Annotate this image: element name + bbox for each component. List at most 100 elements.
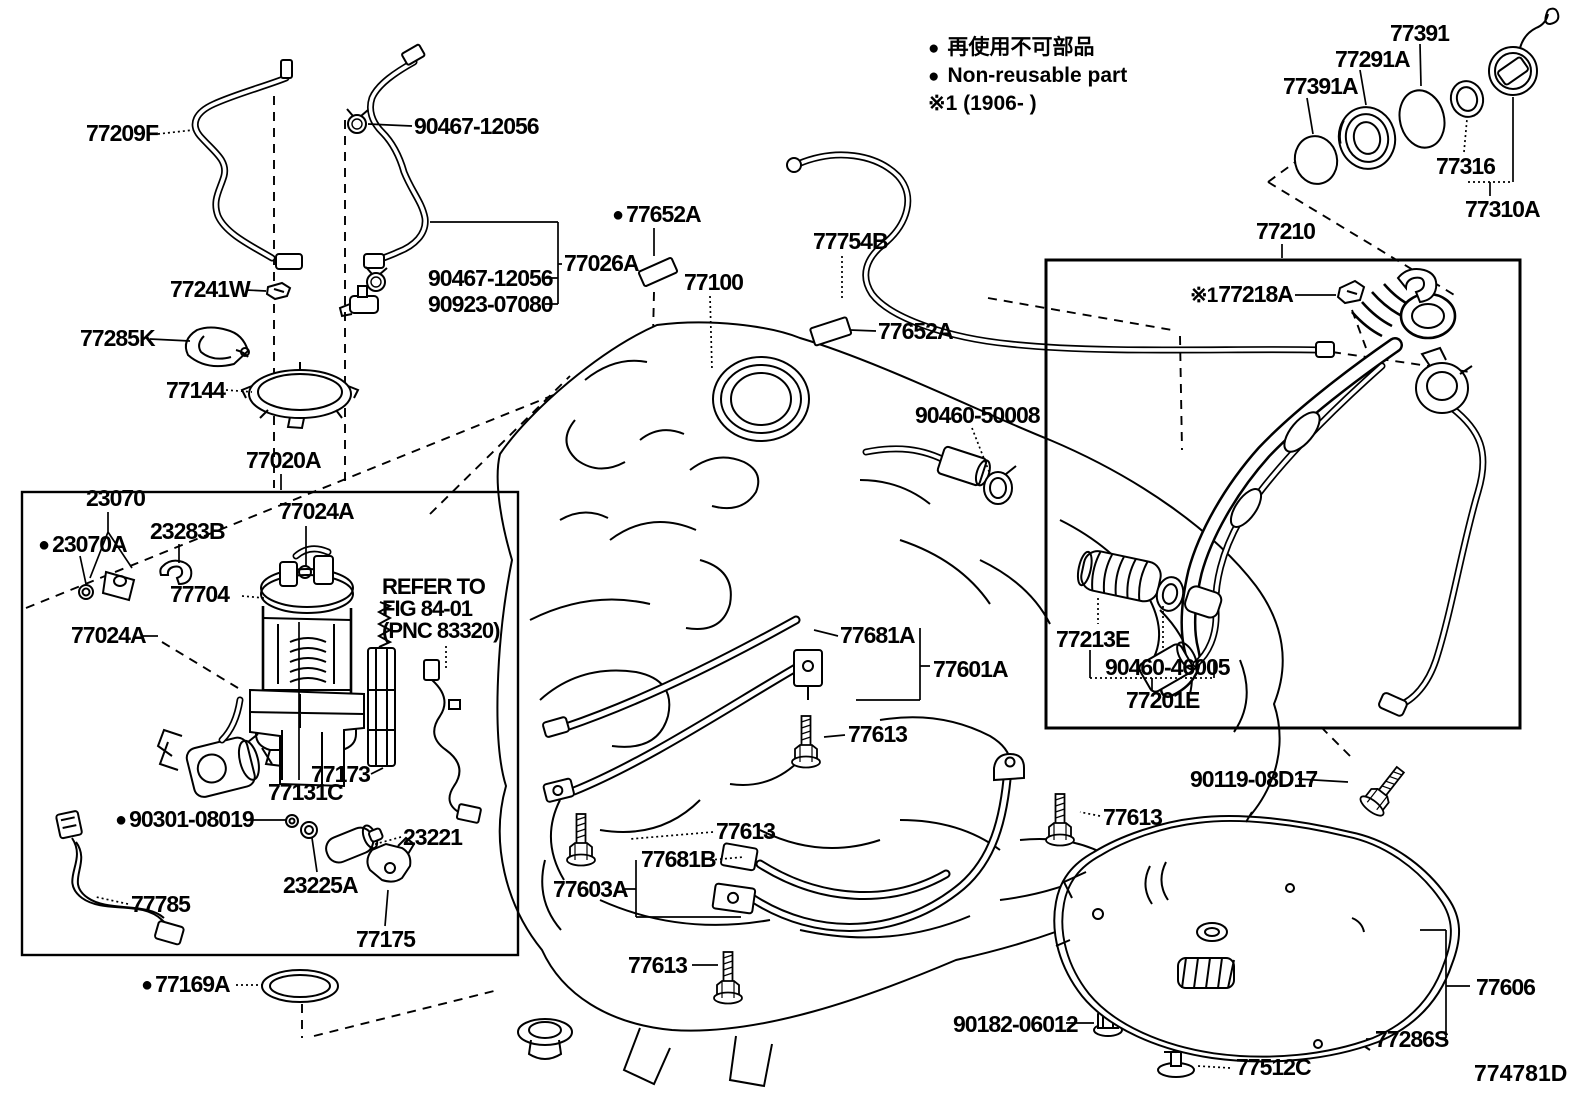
part-label-77213E[interactable]: 77213E bbox=[1056, 626, 1130, 652]
part-number-text: 77391A bbox=[1283, 73, 1359, 99]
part-number-text: 77024A bbox=[279, 498, 355, 524]
part-label-77100[interactable]: 77100 bbox=[684, 269, 744, 295]
part-number-text: 90182-06012 bbox=[953, 1011, 1079, 1037]
non-reusable-dot-icon: ● bbox=[612, 204, 624, 226]
part-number-text: 77286S bbox=[1375, 1026, 1449, 1052]
part-label-77681B[interactable]: 77681B bbox=[641, 846, 717, 872]
part-label-77603A[interactable]: 77603A bbox=[553, 876, 629, 902]
part-label-77175[interactable]: 77175 bbox=[356, 927, 416, 952]
part-number-text: 77316 bbox=[1436, 153, 1496, 179]
part-number-text: 23283B bbox=[150, 518, 226, 544]
part-number-text: 77603A bbox=[553, 876, 629, 902]
part-label-77173[interactable]: 77173 bbox=[311, 761, 371, 787]
part-number-text: 77285K bbox=[80, 325, 156, 351]
filler-pipe-box bbox=[1044, 258, 1522, 730]
part-label-77310A[interactable]: 77310A bbox=[1465, 196, 1541, 222]
part-label-77144[interactable]: 77144 bbox=[166, 378, 226, 403]
part-label-77754B[interactable]: 77754B bbox=[813, 229, 889, 254]
part-label-77209F[interactable]: 77209F bbox=[86, 120, 159, 146]
part-number-text: 77652A bbox=[878, 318, 954, 344]
part-label-77218A[interactable]: ※177218A bbox=[1190, 282, 1294, 308]
part-label-77601A[interactable]: 77601A bbox=[933, 657, 1009, 682]
part-label-77704[interactable]: 77704 bbox=[170, 582, 230, 607]
part-number-text: 77785 bbox=[131, 891, 191, 917]
part-label-77391A[interactable]: 77391A bbox=[1283, 73, 1359, 99]
part-number-text: 90923-07080 bbox=[428, 291, 554, 317]
part-label-77613[interactable]: 77613 bbox=[716, 818, 776, 844]
part-number-text: 77024A bbox=[71, 622, 147, 648]
part-label-77785[interactable]: 77785 bbox=[131, 891, 191, 917]
filler-pipe-assembly bbox=[1076, 268, 1487, 717]
part-label-77606[interactable]: 77606 bbox=[1476, 975, 1536, 1000]
part-label-90467-12056[interactable]: 90467-12056 bbox=[428, 266, 554, 291]
part-number-text: 23221 bbox=[403, 824, 463, 850]
part-number-text: 23070A bbox=[52, 531, 128, 557]
part-label-77285K[interactable]: 77285K bbox=[80, 325, 156, 351]
part-label-23221[interactable]: 23221 bbox=[403, 824, 463, 850]
part-label-77291A[interactable]: 77291A bbox=[1335, 47, 1411, 72]
part-number-text: 77020A bbox=[246, 447, 322, 473]
fuel-tube-77209F bbox=[191, 59, 303, 270]
part-number-text: 77209F bbox=[86, 120, 159, 146]
part-label-90460-50008[interactable]: 90460-50008 bbox=[915, 402, 1041, 428]
part-number-text: 90119-08D17 bbox=[1190, 766, 1318, 792]
part-label-77613[interactable]: 77613 bbox=[848, 722, 908, 747]
part-number-text: 90460-46005 bbox=[1105, 654, 1231, 680]
fuel-tank bbox=[496, 321, 1284, 1088]
cushion-pads bbox=[637, 257, 853, 347]
part-label-77652A[interactable]: 77652A bbox=[878, 318, 954, 344]
part-label-77131C[interactable]: 77131C bbox=[268, 780, 344, 805]
part-number-text: 77241W bbox=[170, 276, 251, 302]
part-label-23070A[interactable]: ●23070A bbox=[38, 531, 128, 558]
part-number-text: 77613 bbox=[716, 818, 776, 844]
part-label-77681A[interactable]: 77681A bbox=[840, 622, 916, 648]
fuel-pump-assembly bbox=[55, 545, 482, 946]
part-number-text: 77310A bbox=[1465, 196, 1541, 222]
part-label-77391[interactable]: 77391 bbox=[1390, 21, 1450, 46]
part-number-text: 77652A bbox=[626, 201, 702, 227]
part-label-23225A[interactable]: 23225A bbox=[283, 873, 359, 898]
part-number-text: 90301-08019 bbox=[129, 806, 255, 832]
part-number-text: 77173 bbox=[311, 761, 371, 787]
hose-clamp-icon bbox=[346, 108, 369, 134]
part-label-77024A[interactable]: 77024A bbox=[71, 622, 147, 648]
part-label-77652A[interactable]: ●77652A bbox=[612, 201, 702, 228]
part-label-77024A[interactable]: 77024A bbox=[279, 498, 355, 524]
part-label-90119-08D17[interactable]: 90119-08D17 bbox=[1190, 766, 1318, 792]
part-number-text: 77100 bbox=[684, 269, 744, 295]
fuel-cap-parts bbox=[1293, 7, 1560, 185]
part-number-text: 77210 bbox=[1256, 218, 1316, 244]
legend-en: ●Non-reusable part bbox=[928, 62, 1127, 90]
part-label-77020A[interactable]: 77020A bbox=[246, 447, 322, 473]
part-label-77512C[interactable]: 77512C bbox=[1236, 1055, 1312, 1080]
non-reusable-dot-icon: ● bbox=[928, 38, 940, 59]
part-label-77210[interactable]: 77210 bbox=[1256, 218, 1316, 244]
part-label-77286S[interactable]: 77286S bbox=[1375, 1026, 1449, 1052]
part-label-90923-07080[interactable]: 90923-07080 bbox=[428, 291, 554, 317]
part-label-77026A[interactable]: 77026A bbox=[564, 251, 640, 276]
part-label-90301-08019[interactable]: ●90301-08019 bbox=[115, 806, 255, 833]
part-label-90460-46005[interactable]: 90460-46005 bbox=[1105, 654, 1231, 680]
part-label-23070[interactable]: 23070 bbox=[86, 486, 146, 511]
non-reusable-dot-icon: ● bbox=[38, 534, 50, 556]
part-number-text: 77169A bbox=[155, 971, 231, 997]
retainer-ring-77144 bbox=[240, 362, 360, 430]
part-label-77613[interactable]: 77613 bbox=[628, 953, 688, 978]
part-label-90467-12056[interactable]: 90467-12056 bbox=[414, 114, 540, 139]
part-label-77169A[interactable]: ●77169A bbox=[141, 971, 231, 998]
part-number-text: 90460-50008 bbox=[915, 402, 1041, 428]
part-label-77241W[interactable]: 77241W bbox=[170, 276, 251, 302]
part-label-77613[interactable]: 77613 bbox=[1103, 805, 1163, 830]
part-label-23283B[interactable]: 23283B bbox=[150, 518, 226, 544]
part-label-77316[interactable]: 77316 bbox=[1436, 153, 1496, 179]
part-label-77201E[interactable]: 77201E bbox=[1126, 688, 1200, 713]
part-number-text: 77213E bbox=[1056, 626, 1130, 652]
part-label-90182-06012[interactable]: 90182-06012 bbox=[953, 1011, 1079, 1037]
part-number-text: 77681A bbox=[840, 622, 916, 648]
part-number-text: 77681B bbox=[641, 846, 717, 872]
legend-en-text: Non-reusable part bbox=[947, 64, 1128, 87]
filler-hose-77213E bbox=[1076, 550, 1162, 603]
leader-lines bbox=[79, 43, 1514, 1069]
